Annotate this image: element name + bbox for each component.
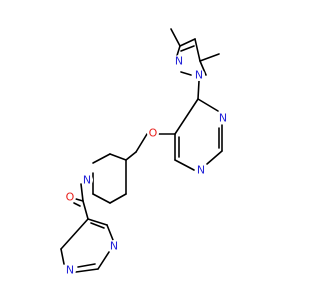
bond-29: [82, 200, 89, 220]
bond-23: [92, 193, 111, 204]
bond-32: [97, 251, 110, 270]
svg-text:N: N: [219, 112, 227, 125]
bond-27: [75, 198, 84, 202]
atom-labels: N N N N O N O N: [64, 55, 229, 277]
atom-n_pz3: N: [108, 240, 120, 253]
bond-37: [77, 263, 96, 268]
bond-0: [199, 60, 207, 76]
bond-35: [60, 218, 89, 250]
bond-7: [199, 53, 220, 62]
bond-28: [73, 202, 81, 207]
bond-19: [125, 151, 137, 161]
atom-n_pz2: N: [193, 69, 205, 82]
bond-14: [174, 98, 199, 135]
bond-20: [109, 153, 127, 161]
bond-1: [180, 71, 192, 76]
svg-text:N: N: [195, 69, 203, 82]
bond-6: [170, 28, 181, 47]
svg-text:N: N: [83, 174, 91, 187]
svg-text:N: N: [175, 55, 183, 68]
bond-5: [180, 45, 195, 52]
bonds: [60, 28, 223, 273]
atom-n_pm1: N: [217, 112, 229, 125]
bond-4: [194, 38, 201, 62]
bond-36: [90, 222, 105, 229]
svg-text:N: N: [110, 240, 118, 253]
svg-text:O: O: [149, 127, 158, 140]
bond-12: [174, 159, 195, 171]
svg-text:N: N: [197, 164, 205, 177]
atom-n_pz4: N: [64, 264, 76, 277]
bond-11: [206, 150, 223, 165]
bond-33: [75, 268, 99, 273]
molecule-structure: N N N N O N O N: [60, 28, 229, 277]
bond-31: [106, 224, 114, 241]
bond-21: [92, 153, 111, 164]
bond-30: [87, 218, 108, 226]
bond-34: [60, 248, 65, 265]
bond-3: [179, 38, 196, 47]
bond-26: [80, 183, 84, 202]
atom-o_carbonyl: O: [64, 191, 76, 204]
atom-n_pip: N: [81, 174, 93, 187]
atom-n_pz1: N: [173, 55, 185, 68]
svg-text:N: N: [66, 264, 74, 277]
svg-text:O: O: [66, 191, 75, 204]
bond-24: [109, 193, 127, 204]
bond-18: [135, 133, 148, 153]
bond-9: [197, 98, 219, 112]
bond-8: [197, 80, 200, 100]
atom-o_ether: O: [147, 127, 159, 140]
atom-n_pm2: N: [195, 164, 207, 177]
